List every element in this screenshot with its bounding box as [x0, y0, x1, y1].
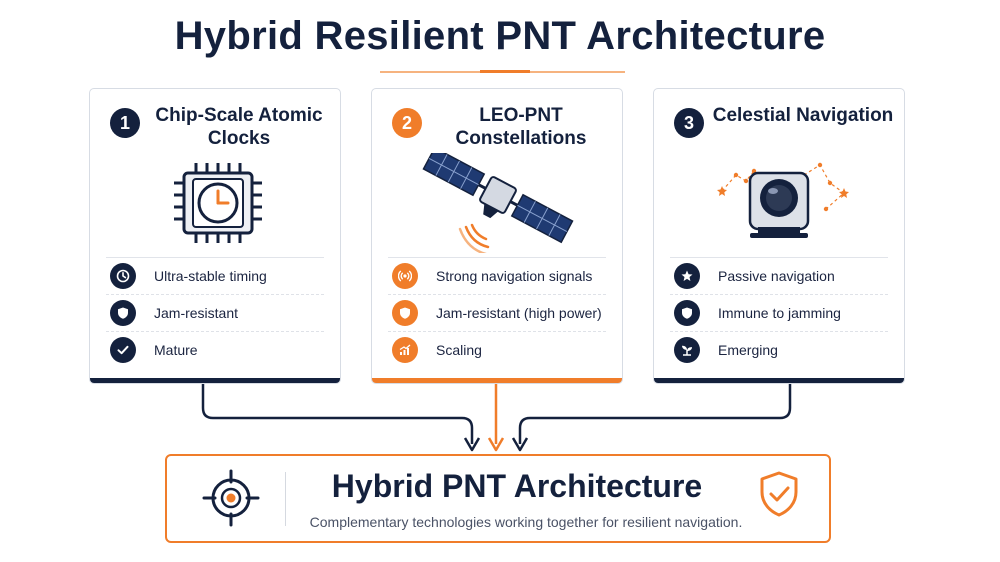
hybrid-subtitle: Complementary technologies working toget…	[309, 514, 743, 530]
page-title: Hybrid Resilient PNT Architecture	[174, 14, 826, 58]
feature-label: Scaling	[436, 342, 482, 358]
satellite-icon	[422, 153, 574, 253]
feature-label: Strong navigation signals	[436, 268, 593, 284]
feature-label: Ultra-stable timing	[154, 268, 267, 284]
card-leo-pnt: 2 LEO-PNT Constellations	[371, 88, 623, 384]
card-atomic-clocks: 1 Chip-Scale Atomic Clocks Ultra-stable …	[89, 88, 341, 384]
card-number-badge: 1	[110, 108, 140, 138]
card-title: LEO-PNT Constellations	[455, 105, 587, 149]
card-accent-bar	[654, 378, 904, 383]
growth-chart-icon	[392, 337, 418, 363]
feature-row: Ultra-stable timing	[106, 257, 324, 294]
card-title: Chip-Scale Atomic Clocks	[155, 105, 323, 149]
feature-row: Strong navigation signals	[388, 257, 606, 294]
feature-label: Mature	[154, 342, 198, 358]
card-title: Celestial Navigation	[712, 105, 894, 126]
card-accent-bar	[90, 378, 340, 383]
title-underline-center	[480, 70, 530, 73]
hybrid-title: Hybrid PNT Architecture	[331, 468, 703, 504]
feature-label: Jam-resistant (high power)	[436, 305, 602, 321]
shield-icon	[674, 300, 700, 326]
sprout-icon	[674, 337, 700, 363]
shield-check-icon	[760, 471, 798, 517]
feature-row: Passive navigation	[670, 257, 888, 294]
atomic-clock-chip-icon	[174, 163, 262, 243]
star-tracker-icon	[717, 162, 849, 238]
checkmark-icon	[110, 337, 136, 363]
card-celestial-navigation: 3 Celestial Navigation Passive navigatio…	[653, 88, 905, 384]
feature-row: Scaling	[388, 331, 606, 368]
divider	[285, 472, 286, 526]
card-number-badge: 2	[392, 108, 422, 138]
feature-row: Jam-resistant (high power)	[388, 294, 606, 331]
feature-row: Jam-resistant	[106, 294, 324, 331]
feature-label: Immune to jamming	[718, 305, 841, 321]
signal-icon	[392, 263, 418, 289]
title-underline-right	[530, 71, 625, 73]
shield-icon	[392, 300, 418, 326]
target-crosshair-icon	[202, 469, 260, 527]
hybrid-architecture-box: Hybrid PNT Architecture Complementary te…	[165, 454, 831, 543]
star-icon	[674, 263, 700, 289]
card-accent-bar	[372, 378, 622, 383]
feature-label: Passive navigation	[718, 268, 835, 284]
feature-row: Immune to jamming	[670, 294, 888, 331]
shield-icon	[110, 300, 136, 326]
feature-row: Mature	[106, 331, 324, 368]
clock-icon	[110, 263, 136, 289]
feature-label: Emerging	[718, 342, 778, 358]
title-underline-left	[380, 71, 480, 73]
card-number-badge: 3	[674, 108, 704, 138]
feature-label: Jam-resistant	[154, 305, 239, 321]
feature-row: Emerging	[670, 331, 888, 368]
